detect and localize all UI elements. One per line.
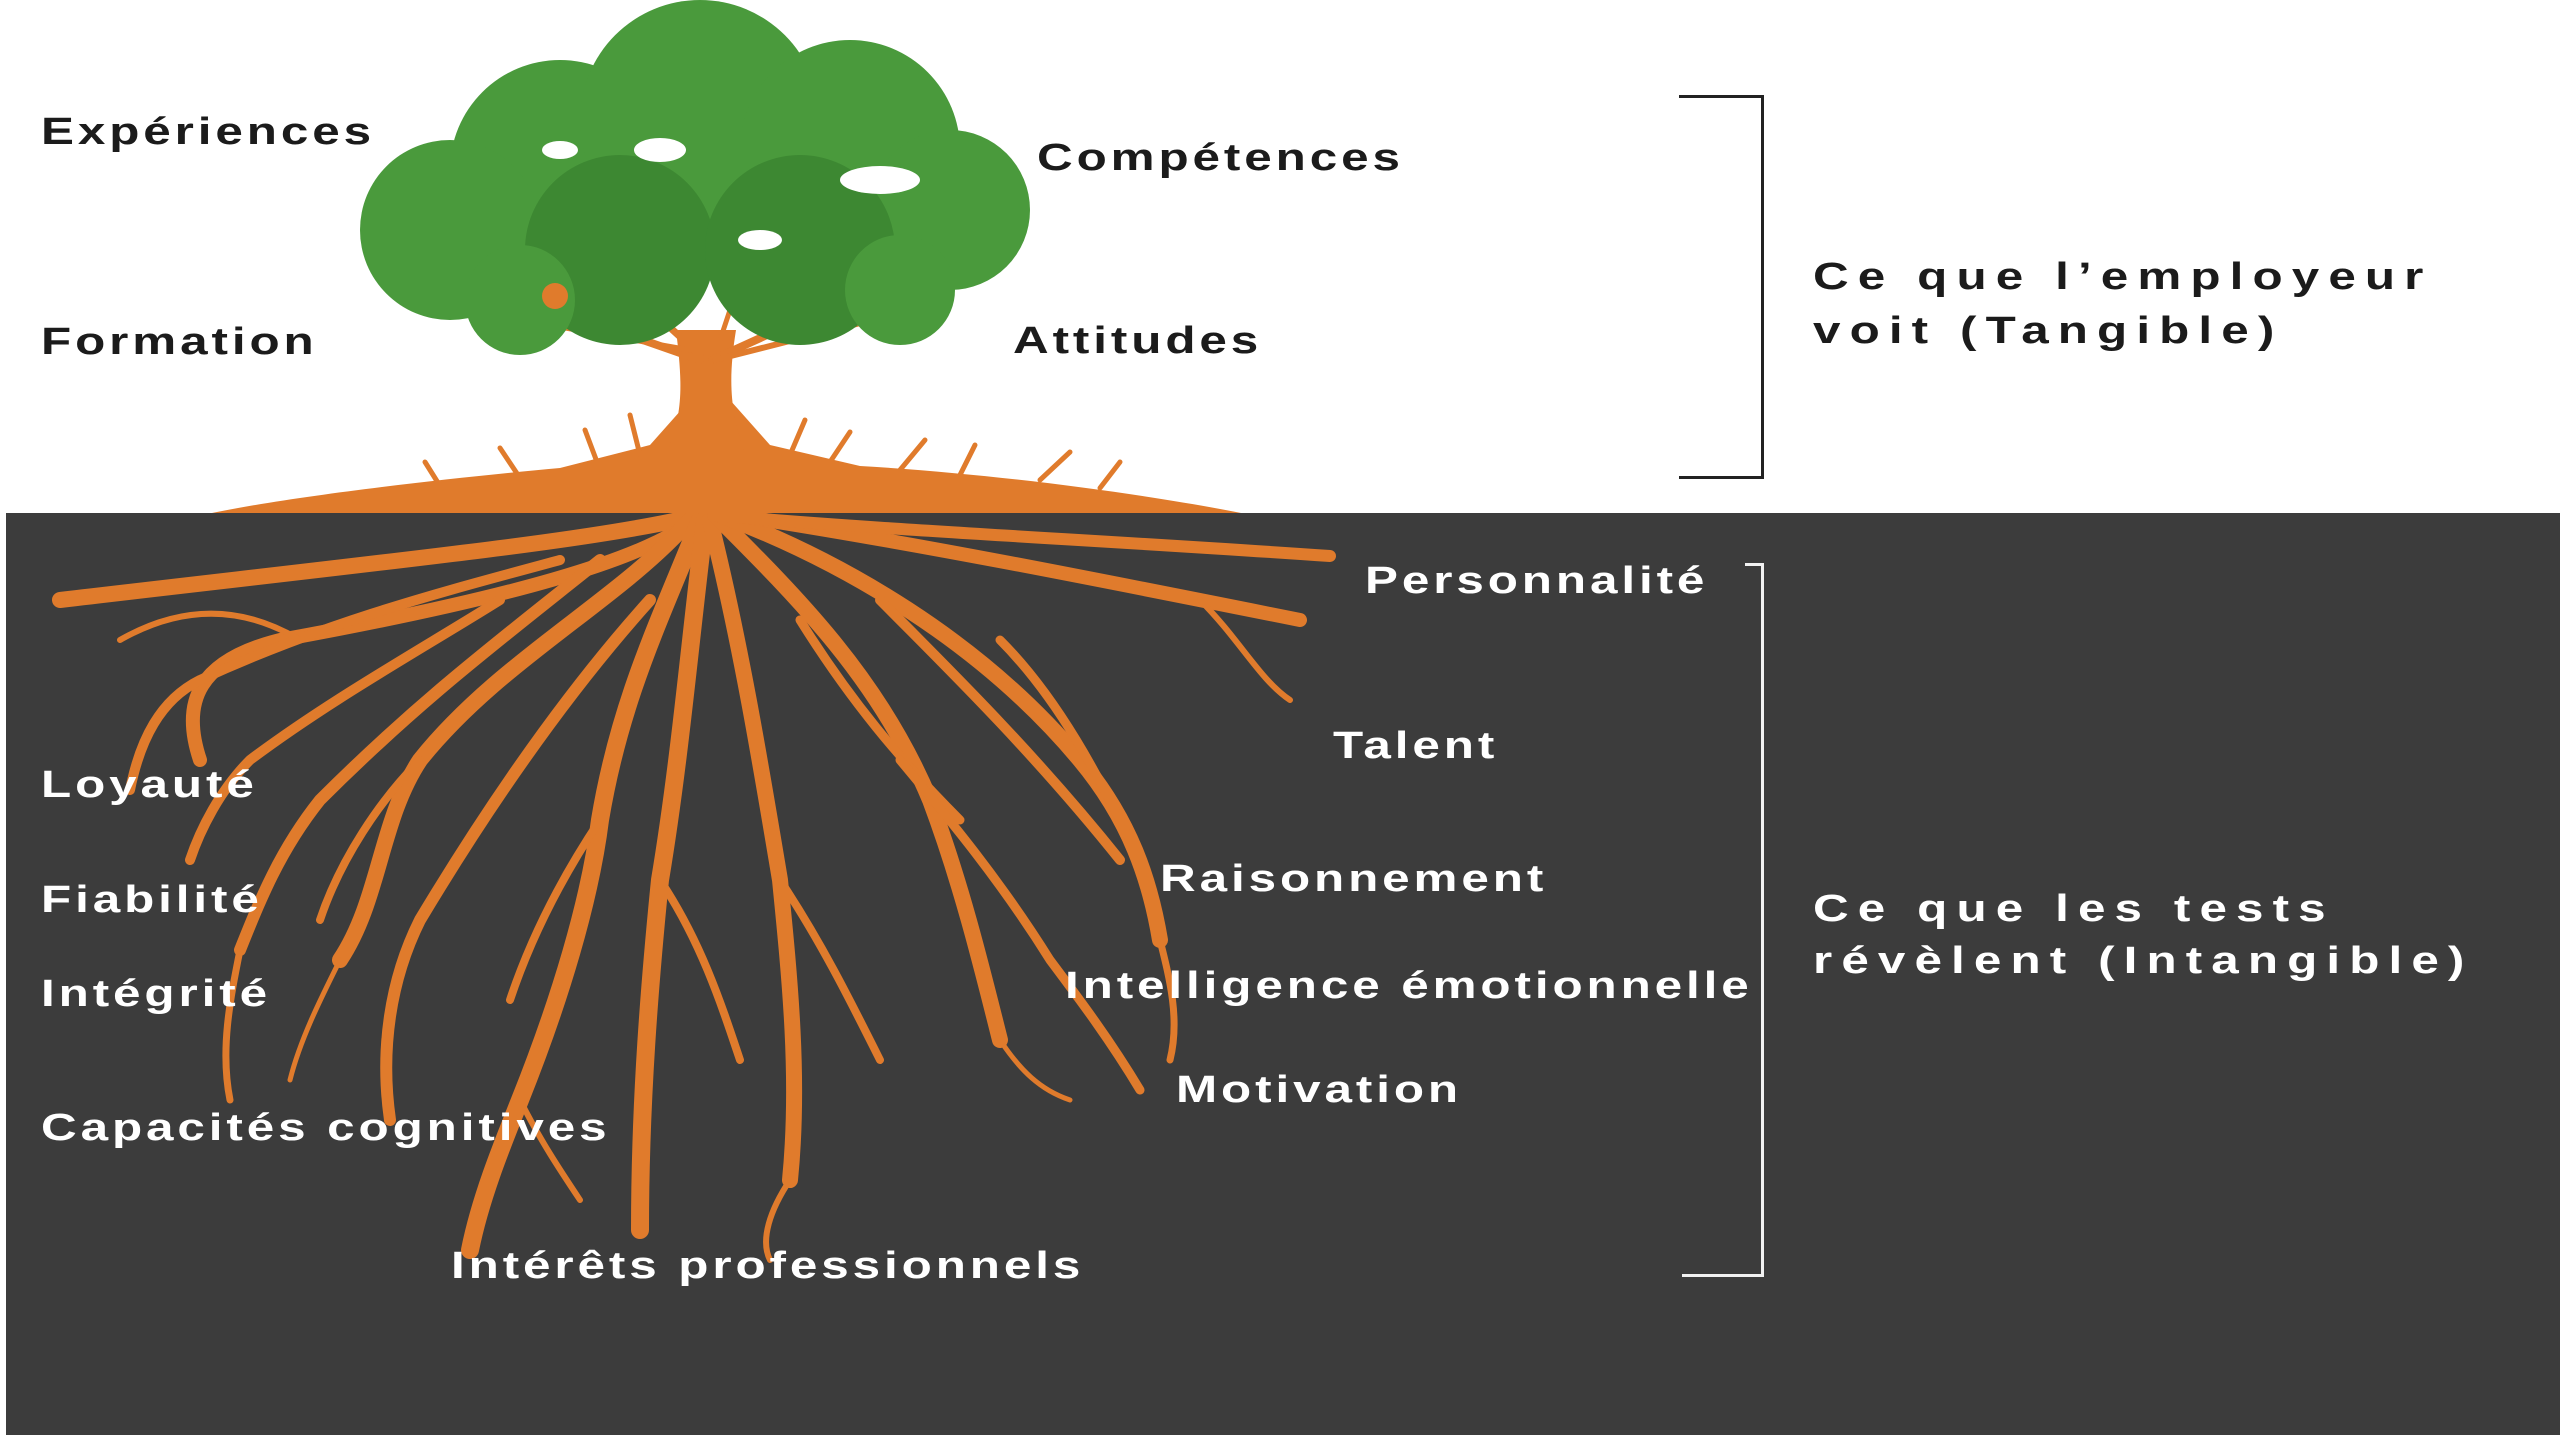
grass-blade [897,437,928,473]
intangible-caption-line-1: Ce que les tests [1813,888,2335,930]
fruit [542,283,568,309]
root [185,508,707,767]
grass-blade [1097,459,1123,491]
canopy-gap [840,166,920,194]
root [875,595,1125,865]
root [1156,936,1178,1064]
canopy-gap [634,138,686,162]
root [997,1037,1073,1103]
root [709,509,1336,562]
root [506,816,604,1004]
canopy-leaf-cluster [845,235,955,345]
label-competences: Compétences [1037,137,1404,179]
label-fiabilite: Fiabilité [41,879,263,921]
root [185,595,505,865]
grass-blade [957,442,978,478]
tangible-caption-line-2: voit (Tangible) [1813,310,2284,352]
tree-canopy [360,0,1030,355]
grass-blade [497,445,523,481]
grass-blade [627,412,643,458]
root [117,610,303,643]
label-loyaute: Loyauté [41,764,258,806]
canopy-gap [542,141,578,159]
canopy-gap [738,230,782,250]
ground-mound [212,400,1241,513]
grass-blade [582,427,603,473]
root [234,554,606,956]
root [895,755,1145,1095]
root [316,756,424,924]
root [763,1177,793,1263]
label-attitudes: Attitudes [1013,320,1263,362]
root [702,512,803,1188]
root [222,946,244,1104]
root [461,511,709,1259]
intangible-bracket-top-tick [1745,563,1764,566]
label-interets-professionnels: Intérêts professionnels [451,1245,1085,1287]
root [380,594,656,1126]
underground-area [6,513,2560,1435]
grass-blade [422,459,443,489]
root [517,1097,583,1203]
grass-blade [787,417,808,458]
grass [422,412,1123,491]
grass-blade [827,429,853,465]
root [995,635,1135,845]
label-intelligence-emotionnelle: Intelligence émotionnelle [1065,965,1753,1007]
label-personnalite: Personnalité [1365,560,1709,602]
intangible-caption-line-2: révèlent (Intangible) [1813,940,2474,982]
root [776,876,884,1064]
root [332,512,698,968]
label-capacites-cognitives: Capacités cognitives [41,1107,611,1149]
root [52,507,708,608]
intangible-bracket [1682,563,1764,1277]
label-integrite: Intégrité [41,973,271,1015]
root [795,615,965,825]
root [656,876,744,1064]
tree-roots [52,506,1336,1263]
tangible-caption-line-1: Ce que l’employeur [1813,256,2433,298]
label-talent: Talent [1333,725,1499,767]
canopy-leaf-cluster [465,245,575,355]
label-motivation: Motivation [1176,1069,1462,1111]
grass-blade [1037,449,1073,483]
tangible-bracket [1679,95,1764,479]
root [125,555,565,795]
label-formation: Formation [41,321,318,363]
root [712,507,1168,948]
label-raisonnement: Raisonnement [1160,858,1548,900]
root [1197,597,1293,703]
root [287,957,343,1083]
label-experiences: Expériences [41,111,375,153]
